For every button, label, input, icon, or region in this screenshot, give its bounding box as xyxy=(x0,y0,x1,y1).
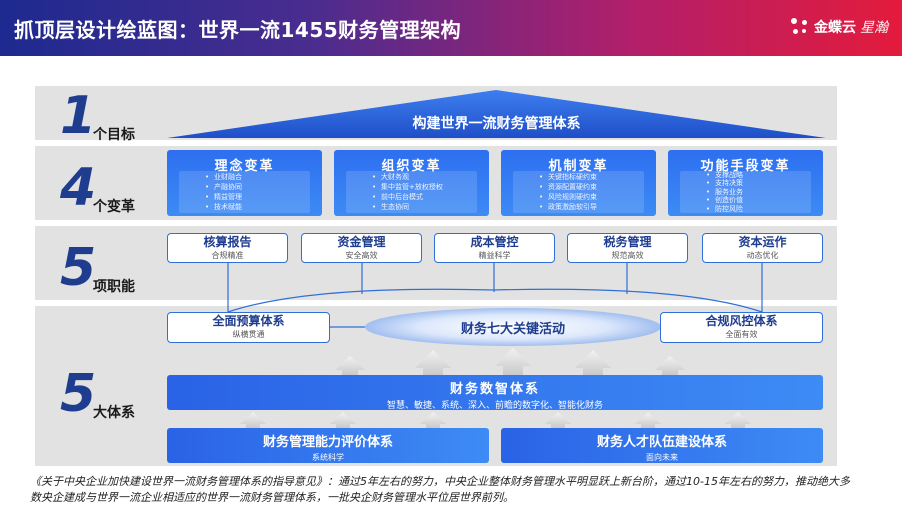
list-item: 政策激励软引导 xyxy=(513,202,644,212)
change-card-organization: 组织变革 大财务观 集中监管+放权授权 前中后台模式 生态协同 xyxy=(334,150,489,216)
change-card-list: 关键指标硬约束 资源配置硬约束 风险规则硬约束 政策激励软引导 xyxy=(513,171,644,213)
system-title: 合规风控体系 xyxy=(705,314,778,328)
function-accounting-report: 核算报告 合规精准 xyxy=(167,233,288,263)
brand-sub: 星瀚 xyxy=(860,20,888,36)
change-card-list: 业财融合 产融协同 精益管理 技术赋能 xyxy=(179,171,310,213)
function-capital-operation: 资本运作 动态优化 xyxy=(702,233,823,263)
change-card-title: 机制变革 xyxy=(548,159,609,174)
function-sub: 安全高效 xyxy=(345,251,378,260)
list-item: 支持决策 xyxy=(680,179,811,188)
system-sub: 全面有效 xyxy=(725,330,758,339)
function-tax-management: 税务管理 规范高效 xyxy=(567,233,688,263)
change-card-concept: 理念变革 业财融合 产融协同 精益管理 技术赋能 xyxy=(167,150,322,216)
band-label-systems: 大体系 xyxy=(93,405,135,421)
list-item: 资源配置硬约束 xyxy=(513,182,644,192)
key-activities-ellipse xyxy=(365,308,661,346)
talent-building-bar: 财务人才队伍建设体系 面向未来 xyxy=(501,428,823,463)
change-card-list: 大财务观 集中监管+放权授权 前中后台模式 生态协同 xyxy=(346,171,477,213)
change-card-function: 功能手段变革 支撑战略 支持决策 服务业务 创造价值 防控风险 xyxy=(668,150,823,216)
list-item: 集中监管+放权授权 xyxy=(346,182,477,192)
function-title: 税务管理 xyxy=(603,235,652,249)
policy-footnote: 《关于中央企业加快建设世界一流财务管理体系的指导意见》：通过5年左右的努力，中央… xyxy=(30,475,850,504)
digital-sub: 智慧、敏捷、系统、深入、前瞻的数字化、智能化财务 xyxy=(386,401,603,411)
digital-system-bar: 财务数智体系 智慧、敏捷、系统、深入、前瞻的数字化、智能化财务 xyxy=(167,375,823,411)
budget-system-box: 全面预算体系 纵横贯通 xyxy=(167,312,330,343)
list-item: 创造价值 xyxy=(680,196,811,205)
brand-name: 金蝶云 xyxy=(814,20,856,36)
system-sub: 纵横贯通 xyxy=(232,330,265,339)
capability-evaluation-bar: 财务管理能力评价体系 系统科学 xyxy=(167,428,489,463)
list-item: 生态协同 xyxy=(346,202,477,212)
band-number-changes: 4 xyxy=(60,158,97,218)
list-item: 业财融合 xyxy=(179,172,310,182)
list-item: 技术赋能 xyxy=(179,202,310,212)
list-item: 防控风险 xyxy=(680,205,811,214)
function-title: 成本管控 xyxy=(470,235,519,249)
change-card-title: 组织变革 xyxy=(381,159,442,174)
band-number-goal: 1 xyxy=(60,86,97,146)
goal-roof xyxy=(167,90,826,138)
bottom-sub: 面向未来 xyxy=(646,453,678,462)
brand-dots-icon xyxy=(790,17,810,37)
function-fund-management: 资金管理 安全高效 xyxy=(301,233,422,263)
list-item: 大财务观 xyxy=(346,172,477,182)
bottom-title: 财务管理能力评价体系 xyxy=(262,435,393,450)
list-item: 风险规则硬约束 xyxy=(513,192,644,202)
change-card-mechanism: 机制变革 关键指标硬约束 资源配置硬约束 风险规则硬约束 政策激励软引导 xyxy=(501,150,656,216)
bottom-sub: 系统科学 xyxy=(312,453,344,462)
header-banner: 抓顶层设计绘蓝图：世界一流1455财务管理架构 金蝶云 星瀚 xyxy=(0,0,902,56)
system-title: 全面预算体系 xyxy=(212,314,285,328)
function-title: 资本运作 xyxy=(738,235,787,249)
brand-logo: 金蝶云 星瀚 xyxy=(790,17,888,37)
band-number-functions: 5 xyxy=(60,238,97,298)
change-card-list: 支撑战略 支持决策 服务业务 创造价值 防控风险 xyxy=(680,171,811,213)
change-card-title: 理念变革 xyxy=(214,159,275,174)
list-item: 精益管理 xyxy=(179,192,310,202)
function-sub: 动态优化 xyxy=(746,251,779,260)
band-label-goal: 个目标 xyxy=(93,127,135,143)
function-sub: 规范高效 xyxy=(611,251,644,260)
function-cost-control: 成本管控 精益科学 xyxy=(434,233,555,263)
bottom-title: 财务人才队伍建设体系 xyxy=(596,435,727,450)
list-item: 前中后台模式 xyxy=(346,192,477,202)
risk-control-system-box: 合规风控体系 全面有效 xyxy=(660,312,823,343)
function-sub: 合规精准 xyxy=(211,251,244,260)
function-title: 核算报告 xyxy=(203,235,252,249)
key-activities-label: 财务七大关键活动 xyxy=(460,322,565,337)
digital-title: 财务数智体系 xyxy=(449,382,540,397)
band-label-functions: 项职能 xyxy=(93,279,135,295)
goal-text: 构建世界一流财务管理体系 xyxy=(412,116,581,132)
function-sub: 精益科学 xyxy=(478,251,511,260)
page-title: 抓顶层设计绘蓝图：世界一流1455财务管理架构 xyxy=(14,18,462,42)
band-label-changes: 个变革 xyxy=(93,199,135,215)
list-item: 关键指标硬约束 xyxy=(513,172,644,182)
band-number-systems: 5 xyxy=(60,364,97,424)
list-item: 产融协同 xyxy=(179,182,310,192)
function-title: 资金管理 xyxy=(337,235,386,249)
list-item: 服务业务 xyxy=(680,188,811,197)
list-item: 支撑战略 xyxy=(680,171,811,180)
